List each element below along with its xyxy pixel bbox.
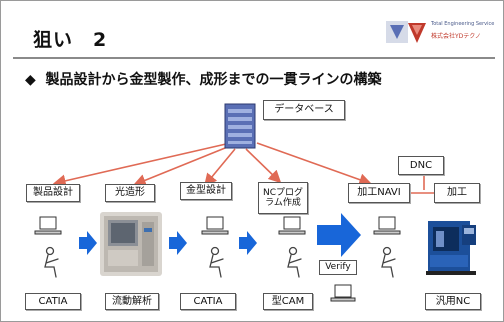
computer-icons: [34, 216, 401, 302]
step-product-design: 製品設計: [26, 184, 80, 202]
flow-arrow-big: [317, 213, 361, 257]
database-server-icon: [224, 103, 256, 149]
tool-flow-analysis: 流動解析: [105, 293, 159, 310]
database-connectors: [52, 142, 373, 188]
stereolithography-machine-icon: [100, 212, 162, 276]
computer-icon-5: [330, 284, 356, 302]
computer-icon-1: [34, 216, 62, 235]
computer-icon-4: [373, 216, 401, 235]
step-machining: 加工: [434, 183, 480, 203]
step-stereolithography: 光造形: [105, 184, 155, 202]
database-label: データベース: [263, 100, 345, 120]
tool-mold-cam: 型CAM: [263, 293, 313, 310]
company-logo-icon: [386, 21, 426, 43]
connector-to-product-design: [52, 143, 227, 188]
logo-text-english: Total Engineering Service: [431, 21, 495, 27]
connector-to-nc-program: [245, 148, 282, 184]
subtitle-text: 製品設計から金型製作、成形までの一貫ラインの構築: [45, 72, 382, 88]
step-nc-program: NCプログ ラム作成: [258, 182, 308, 214]
person-icon-3: [287, 246, 302, 278]
connector-to-machining-navi: [256, 142, 373, 186]
flow-arrow-2: [169, 231, 187, 255]
dnc-label: DNC: [398, 156, 444, 175]
person-icon-2: [209, 246, 224, 278]
step-machining-navi: 加工NAVI: [348, 183, 410, 203]
tool-catia-1: CATIA: [25, 293, 81, 310]
tool-catia-2: CATIA: [180, 293, 236, 310]
flow-arrow-3: [239, 231, 257, 255]
logo-text-company: 株式会社YDテクノ: [431, 33, 481, 40]
person-icon-1: [44, 246, 59, 278]
dnc-links: [409, 176, 435, 194]
person-icons: [44, 246, 396, 278]
flow-arrow-1: [79, 231, 97, 255]
title-divider: [13, 57, 495, 59]
slide-title: 狙い 2: [33, 29, 108, 51]
person-icon-4: [381, 246, 396, 278]
step-mold-design: 金型設計: [180, 182, 232, 200]
nc-machine-icon: [424, 213, 480, 277]
tool-general-nc: 汎用NC: [425, 293, 481, 310]
slide-subtitle: ◆ 製品設計から金型製作、成形までの一貫ラインの構築: [25, 72, 382, 88]
flow-arrows: [79, 213, 361, 257]
computer-icon-2: [201, 216, 229, 235]
connector-to-stereolithography: [133, 145, 231, 187]
computer-icon-3: [278, 216, 306, 235]
verify-label: Verify: [319, 260, 357, 275]
connector-to-mold-design: [203, 148, 236, 187]
